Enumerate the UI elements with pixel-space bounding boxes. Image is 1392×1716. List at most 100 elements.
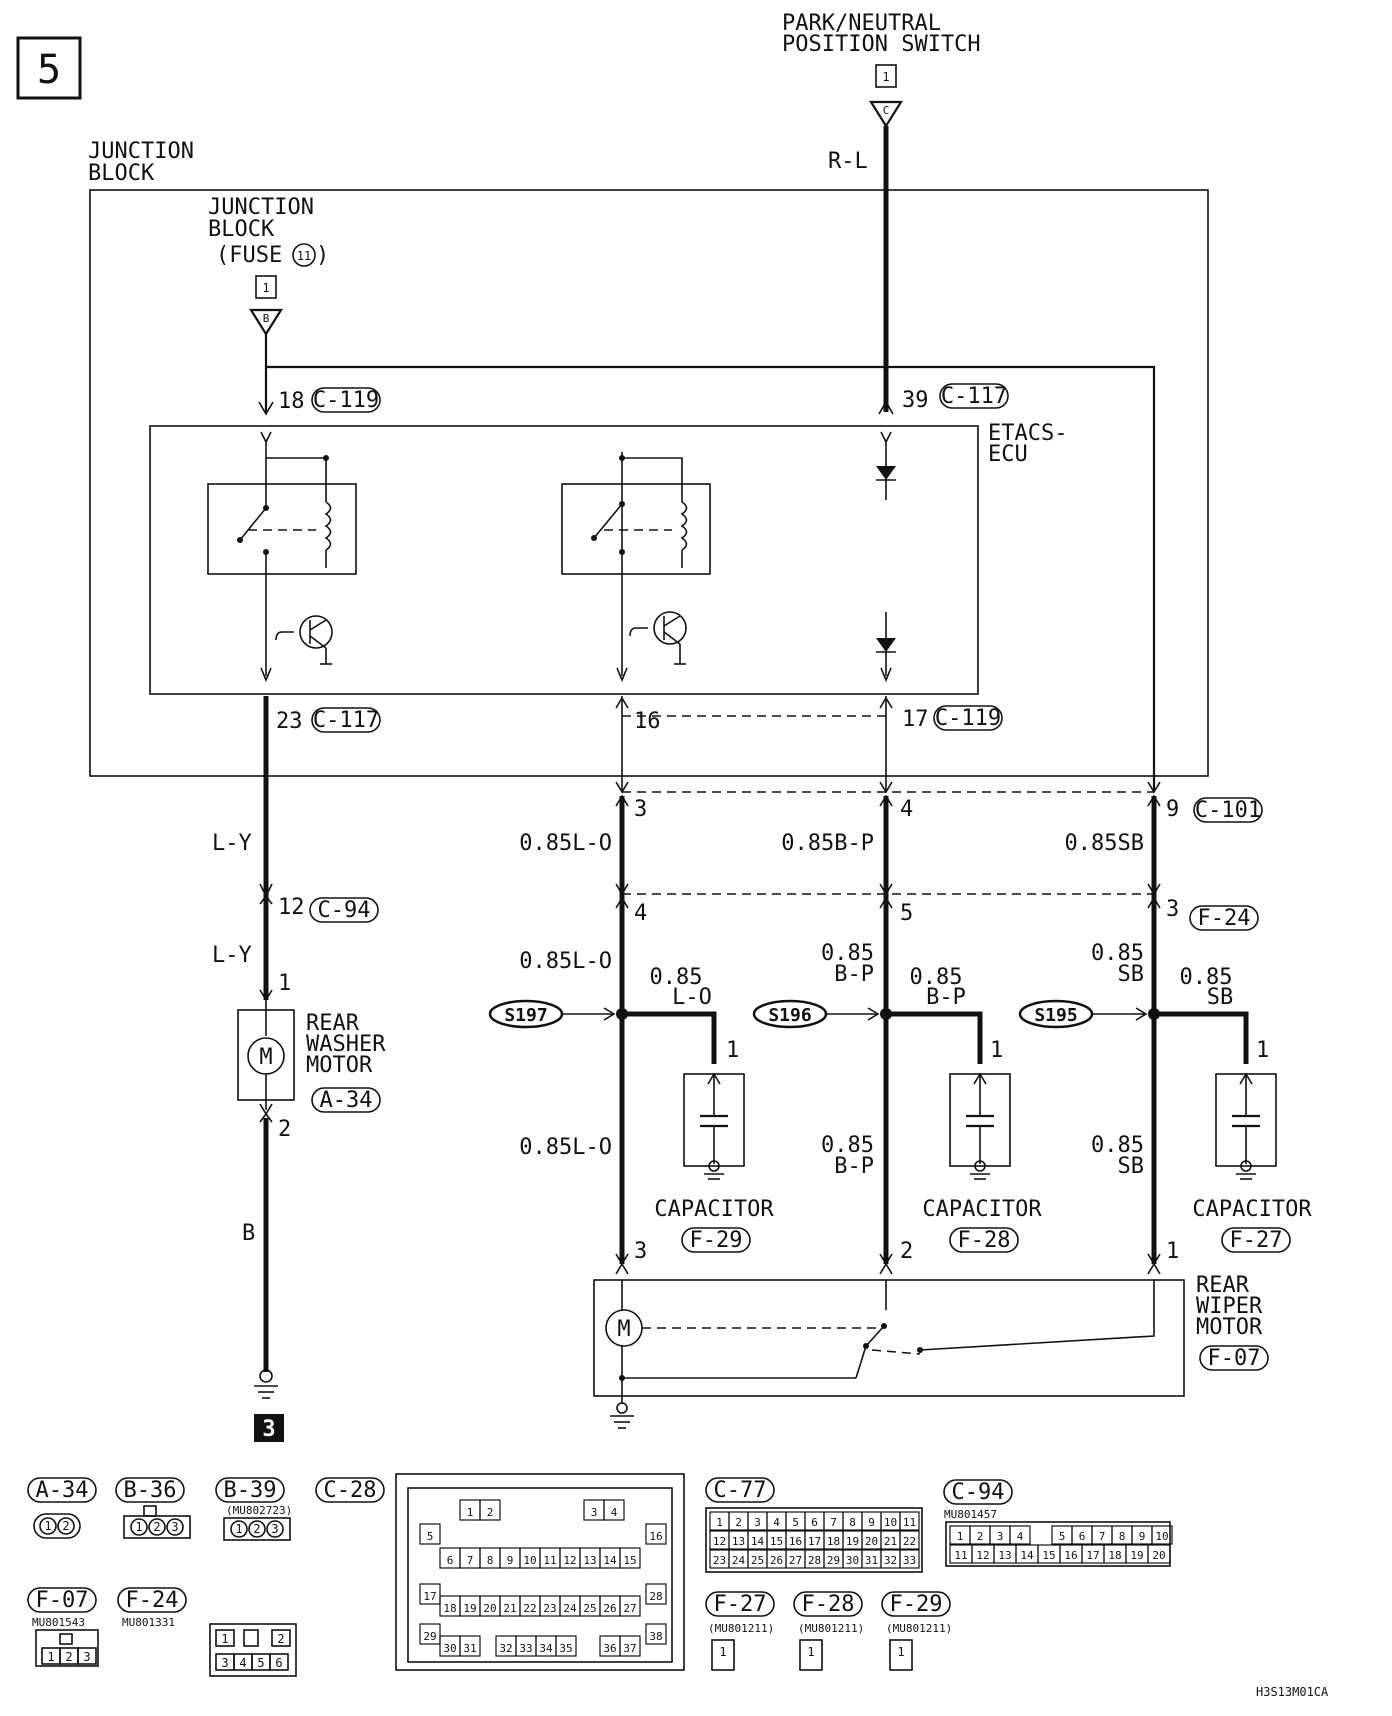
svg-text:F-29: F-29 — [890, 1592, 943, 1617]
svg-text:B-39: B-39 — [224, 1478, 277, 1503]
svg-text:MU801331: MU801331 — [122, 1616, 175, 1629]
connector-pin-label: 10 — [523, 1554, 536, 1567]
svg-text:1: 1 — [807, 1645, 814, 1659]
connector-pin-label: 19 — [463, 1602, 476, 1615]
connector-label-c119-top: C-119 — [311, 387, 381, 413]
connector-label-c117-bottom: C-117 — [311, 707, 381, 733]
svg-text:C-117: C-117 — [313, 708, 379, 733]
svg-text:2: 2 — [62, 1519, 69, 1533]
svg-text:1: 1 — [44, 1519, 51, 1533]
svg-text:39: 39 — [902, 388, 929, 413]
washer-circuit: L-Y 12 C-94 L-Y 1 M REAR WASHER MOTOR A-… — [212, 831, 386, 1442]
diode-icon — [876, 466, 896, 480]
svg-text:1: 1 — [726, 1038, 739, 1063]
svg-text:(MU801211): (MU801211) — [708, 1622, 774, 1635]
connector-pin-label: 23 — [543, 1602, 556, 1615]
svg-text:BLOCK: BLOCK — [208, 217, 275, 242]
fuse-11-source: JUNCTION BLOCK (FUSE 11 ) 1 B — [208, 195, 329, 337]
capacitor-f28: 1 CAPACITOR F-28 — [922, 1038, 1042, 1253]
connector-pin-label: 29 — [423, 1630, 436, 1643]
connector-pin-label: 8 — [487, 1554, 494, 1567]
svg-text:17: 17 — [902, 707, 929, 732]
svg-text:F-29: F-29 — [690, 1228, 743, 1253]
svg-text:0.85L-O: 0.85L-O — [519, 949, 612, 974]
svg-text:F-28: F-28 — [958, 1228, 1011, 1253]
svg-text:C-101: C-101 — [1195, 798, 1261, 823]
ecu-outputs: 23 16 17 — [263, 696, 929, 1000]
svg-text:2: 2 — [65, 1650, 72, 1664]
svg-text:B-36: B-36 — [124, 1478, 177, 1503]
connector-pin-label: 29 — [827, 1554, 840, 1567]
connector-pin-label: 28 — [808, 1554, 821, 1567]
connector-pin — [899, 1511, 920, 1531]
connector-pin-label: 27 — [789, 1554, 802, 1567]
svg-text:POSITION SWITCH: POSITION SWITCH — [782, 32, 981, 57]
connector-pin — [419, 1583, 441, 1605]
svg-text:B-P: B-P — [834, 962, 874, 987]
connector-pin-label: 9 — [868, 1516, 875, 1529]
svg-text:(FUSE: (FUSE — [216, 243, 282, 268]
svg-text:5: 5 — [37, 47, 61, 93]
connector-triangle-icon — [249, 308, 283, 337]
connector-pin-label: 18 — [1108, 1549, 1121, 1562]
svg-text:B: B — [263, 312, 270, 325]
connector-pin-label: 17 — [1086, 1549, 1099, 1562]
connector-pin-label: 18 — [443, 1602, 456, 1615]
svg-text:3: 3 — [171, 1520, 178, 1534]
svg-text:1: 1 — [1256, 1038, 1269, 1063]
svg-text:1: 1 — [262, 281, 269, 295]
splice-s196: S196 — [752, 999, 983, 1064]
svg-text:0.85SB: 0.85SB — [1065, 831, 1144, 856]
svg-text:0.85: 0.85 — [821, 1133, 874, 1158]
connector-pin-label: 10 — [884, 1516, 897, 1529]
connector-pin-label: 20 — [865, 1535, 878, 1548]
svg-text:(MU802723): (MU802723) — [226, 1504, 292, 1517]
connector-pin-label: 36 — [603, 1642, 616, 1655]
connector-pin-label: 11 — [543, 1554, 556, 1567]
svg-text:3: 3 — [1166, 897, 1179, 922]
continuation-badge: 3 — [254, 1414, 284, 1442]
connector-pin-label: 32 — [499, 1642, 512, 1655]
ground-icon — [610, 1402, 634, 1429]
connector-pin-label: 1 — [957, 1530, 964, 1543]
connector-pin-label: 15 — [1042, 1549, 1055, 1562]
connector-pin-label: 25 — [583, 1602, 596, 1615]
connector-pin-label: 33 — [519, 1642, 532, 1655]
svg-text:1: 1 — [1166, 1239, 1179, 1264]
connector-pin-label: 3 — [754, 1516, 761, 1529]
connector-pin-label: 12 — [713, 1535, 726, 1548]
connector-pin-label: 30 — [846, 1554, 859, 1567]
connector-pin — [619, 1595, 641, 1617]
park-neutral-switch-source: PARK/NEUTRAL POSITION SWITCH 1 C R-L — [782, 11, 981, 174]
svg-text:SB: SB — [1207, 985, 1234, 1010]
connector-pin — [479, 1499, 501, 1521]
connector-pin-label: 1 — [467, 1506, 474, 1519]
connector-pin-label: 14 — [751, 1535, 765, 1548]
svg-text:B-P: B-P — [926, 985, 966, 1010]
connector-c101-row: 3 4 9 C-101 — [615, 781, 1263, 823]
rear-wiper-motor: REAR WIPER MOTOR F-07 M — [593, 1273, 1269, 1429]
connector-pin-label: 17 — [808, 1535, 821, 1548]
splice-s197: S197 — [488, 999, 717, 1064]
connector-pin-label: 30 — [443, 1642, 456, 1655]
relay-coil-icon — [324, 501, 332, 551]
connector-pin-label: 16 — [789, 1535, 802, 1548]
svg-text:BLOCK: BLOCK — [88, 161, 155, 186]
svg-text:S197: S197 — [504, 1005, 547, 1026]
svg-text:1: 1 — [897, 1645, 904, 1659]
connector-pin-label: 4 — [1017, 1530, 1024, 1543]
connector-pin — [1009, 1525, 1031, 1545]
connector-pin-label: 18 — [827, 1535, 840, 1548]
connector-pin-label: 7 — [830, 1516, 837, 1529]
connector-pin-label: 16 — [1064, 1549, 1077, 1562]
transistor-icon — [629, 611, 687, 665]
main-wires: 0.85L-O 0.85 B-P 0.85SB — [519, 796, 1157, 1264]
connector-legend-f29: F-29 (MU801211) 1 — [881, 1591, 952, 1671]
connector-pin-label: 5 — [792, 1516, 799, 1529]
svg-text:B: B — [242, 1221, 255, 1246]
svg-text:L-O: L-O — [672, 985, 712, 1010]
capacitor-f27: 1 CAPACITOR F-27 — [1192, 1038, 1312, 1253]
svg-text:C: C — [883, 104, 890, 117]
svg-text:S196: S196 — [768, 1005, 811, 1026]
